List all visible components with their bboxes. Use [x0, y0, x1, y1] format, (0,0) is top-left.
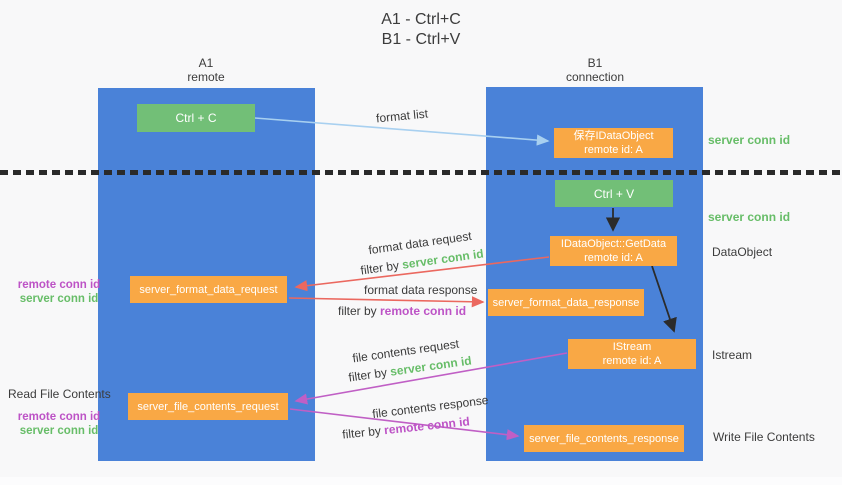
node-istream-line2: remote id: A [602, 355, 662, 367]
filter-by-prefix: filter by [359, 257, 404, 278]
lane-b-name: B1 [587, 56, 603, 70]
diagram-title: A1 - Ctrl+C B1 - Ctrl+V [0, 10, 842, 50]
label-server-conn-id-right-mid: server conn id [708, 210, 791, 224]
arrow-format-data-response [288, 296, 485, 308]
filter-by-prefix: filter by [338, 304, 381, 318]
lane-a-name: A1 [198, 56, 214, 70]
node-ctrl-v-label: Ctrl + V [593, 186, 635, 201]
filter-by-prefix: filter by [341, 423, 385, 442]
node-ctrl-c-label: Ctrl + C [175, 111, 217, 125]
label-filter-by-remote-conn-id-1: filter by remote conn id [338, 304, 466, 318]
label-server-conn-id-right-top: server conn id [708, 133, 791, 147]
label-dataobject: DataObject [712, 245, 773, 259]
label-format-data-response: format data response [364, 283, 478, 297]
node-save-idataobject-line2: remote id: A [584, 144, 643, 156]
dotted-separator [0, 170, 842, 175]
node-idataobject-getdata-line2: remote id: A [584, 252, 643, 264]
lane-a-header: A1 remote [156, 56, 256, 84]
label-format-list: format list [375, 106, 429, 126]
label-filter-by-remote-conn-id-2: filter by remote conn id [342, 414, 471, 441]
node-ctrl-v: Ctrl + V [555, 180, 673, 207]
node-save-idataobject-line1: 保存IDataObject [573, 130, 654, 142]
node-save-idataobject: 保存IDataObject remote id: A [554, 128, 673, 158]
remote-conn-id-term: remote conn id [380, 304, 467, 318]
label-conn-ids-left-1: remote conn id server conn id [14, 278, 104, 306]
lane-a-role: remote [187, 70, 225, 84]
node-server-file-contents-request: server_file_contents_request [128, 393, 288, 420]
node-istream: IStream remote id: A [568, 339, 696, 369]
lane-b-header: B1 connection [545, 56, 645, 84]
node-server-file-contents-request-label: server_file_contents_request [137, 400, 279, 413]
node-server-format-data-request: server_format_data_request [130, 276, 287, 303]
lane-b-role: connection [565, 70, 625, 84]
node-server-file-contents-response: server_file_contents_response [524, 425, 684, 452]
filter-by-prefix: filter by [347, 364, 392, 385]
node-idataobject-getdata: IDataObject::GetData remote id: A [550, 236, 677, 266]
label-conn-ids-left-2: remote conn id server conn id [14, 410, 104, 438]
label-read-file-contents: Read File Contents [8, 387, 111, 401]
node-server-format-data-response: server_format_data_response [488, 289, 644, 316]
bottom-strip [0, 477, 842, 485]
title-line-2: B1 - Ctrl+V [381, 31, 461, 48]
node-server-format-data-request-label: server_format_data_request [139, 283, 278, 296]
label-server-conn-id-left-1: server conn id [19, 293, 99, 305]
label-istream: Istream [712, 348, 753, 362]
node-idataobject-getdata-line1: IDataObject::GetData [560, 238, 667, 250]
label-write-file-contents: Write File Contents [713, 430, 815, 444]
label-remote-conn-id-left-1: remote conn id [17, 279, 101, 291]
node-server-format-data-response-label: server_format_data_response [492, 296, 640, 309]
node-server-file-contents-response-label: server_file_contents_response [529, 432, 679, 445]
label-server-conn-id-left-2: server conn id [19, 425, 99, 437]
node-istream-line1: IStream [612, 341, 652, 353]
title-line-1: A1 - Ctrl+C [381, 11, 461, 28]
label-file-contents-response: file contents response [371, 392, 490, 422]
label-remote-conn-id-left-2: remote conn id [17, 411, 101, 423]
node-ctrl-c: Ctrl + C [137, 104, 255, 132]
